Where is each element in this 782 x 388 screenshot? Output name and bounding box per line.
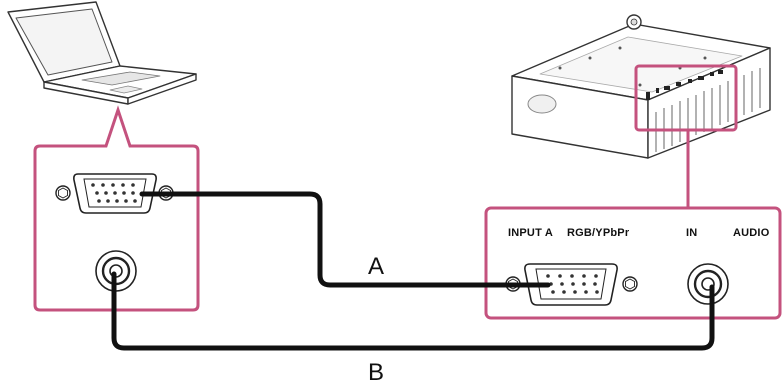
audio-label: AUDIO — [733, 227, 770, 239]
projector-icon — [511, 14, 771, 159]
projector-port-callout — [484, 206, 782, 320]
in-label: IN — [686, 227, 697, 239]
audio-jack-icon — [687, 263, 729, 305]
input-a-label: INPUT A — [508, 227, 553, 239]
computer-port-callout — [33, 105, 200, 312]
cable-a — [139, 191, 551, 288]
rgb-ypbpr-label: RGB/YPbPr — [567, 227, 630, 239]
cable-b-label: B — [368, 359, 384, 386]
projector-port-highlight — [634, 64, 738, 132]
vga-port-icon — [55, 173, 174, 214]
cable-a-label: A — [368, 253, 384, 280]
audio-jack-icon — [95, 250, 137, 292]
laptop-icon — [7, 1, 197, 105]
cable-b — [111, 271, 715, 351]
vga-port-icon — [505, 263, 638, 306]
